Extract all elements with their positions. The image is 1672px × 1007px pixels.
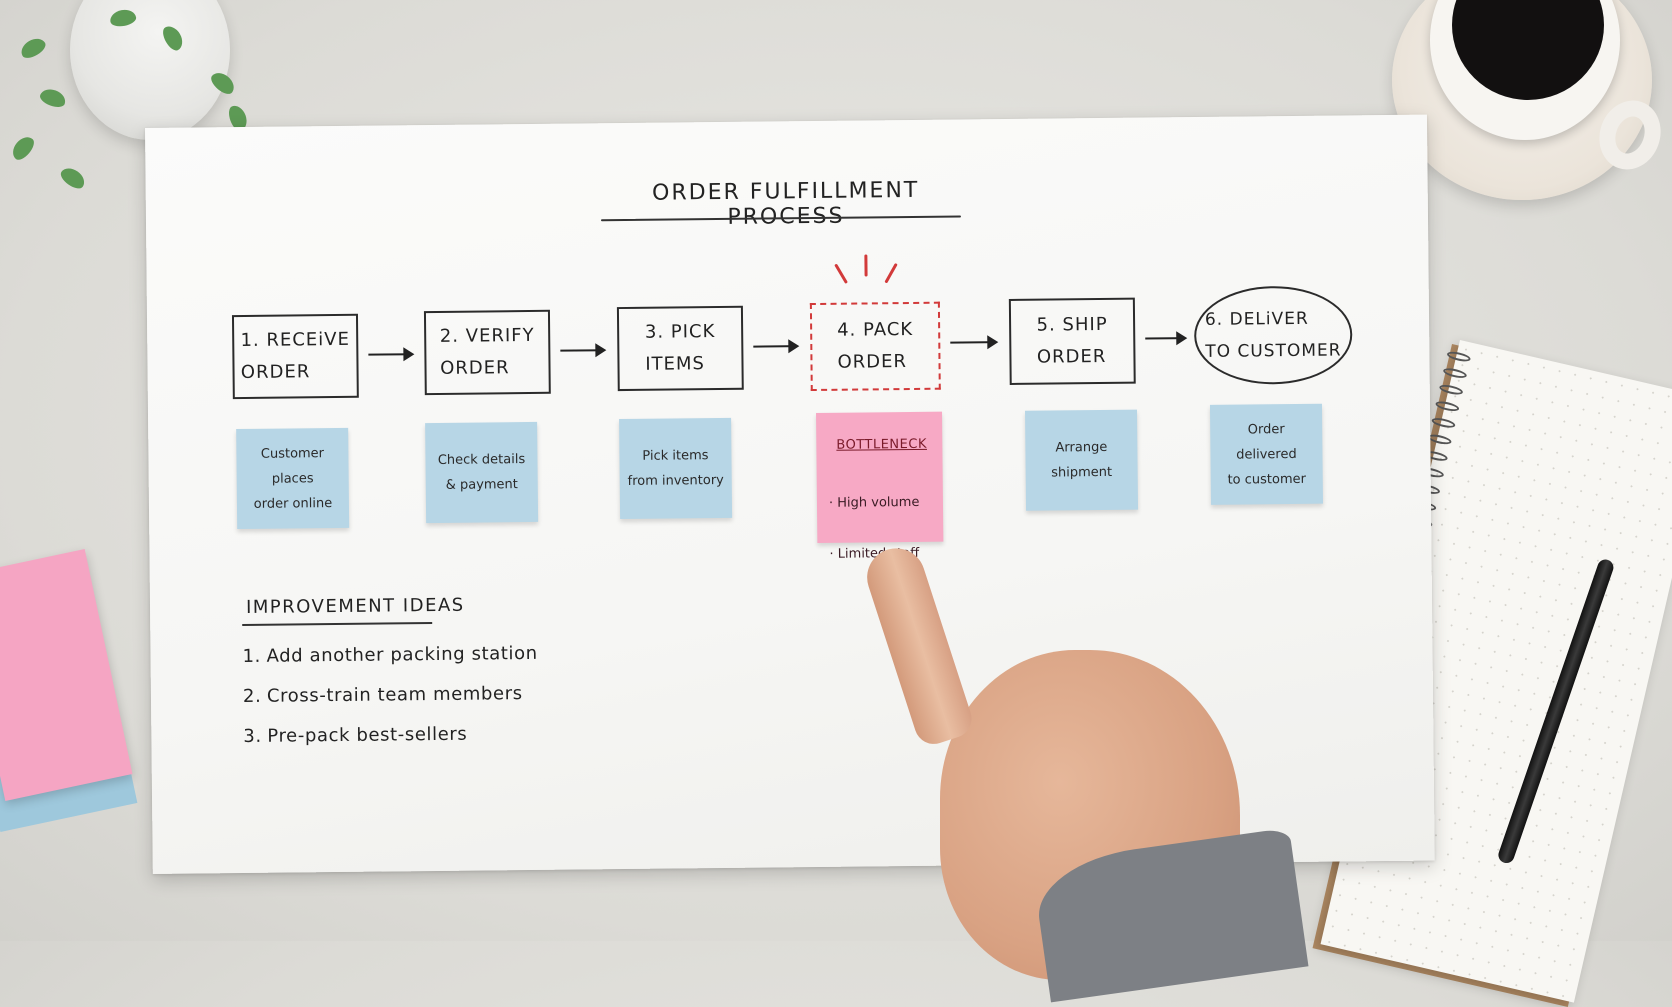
spiral-ring [1438, 383, 1464, 397]
spiral-ring [1427, 432, 1453, 447]
desk-scene: ORDER FULFILLMENT PROCESS 1. RECEiVE ORD… [0, 0, 1672, 941]
note-pick: Pick items from inventory [619, 417, 733, 520]
spiral-ring [1430, 416, 1457, 430]
diagram-title: ORDER FULFILLMENT PROCESS [651, 177, 920, 230]
improvement-item: 1.Add another packing station [242, 642, 538, 668]
plant-pot [70, 0, 230, 140]
improvement-underline [242, 622, 433, 627]
plant-leaf [17, 34, 49, 62]
flow-arrow [950, 341, 997, 344]
attention-mark [864, 254, 868, 277]
spiral-ring [1434, 399, 1460, 413]
spiral-ring [1442, 366, 1468, 380]
step-pick-items: 3. PICK ITEMS [616, 305, 744, 392]
note-bottleneck: BOTTLENECK High volume Limited staff [816, 411, 944, 562]
step-pack-order: 4. PACK ORDER [809, 301, 941, 392]
diagram-sheet: ORDER FULFILLMENT PROCESS 1. RECEiVE ORD… [145, 114, 1435, 874]
step-deliver-to-customer: 6. DELiVER TO CUSTOMER [1193, 285, 1353, 386]
note-ship: Arrange shipment [1025, 409, 1139, 511]
flow-arrow [368, 353, 413, 356]
bottleneck-title: BOTTLENECK [836, 436, 928, 453]
note-verify: Check details & payment [425, 421, 539, 524]
flow-arrow [1145, 337, 1186, 340]
step-receive-order: 1. RECEiVE ORDER [231, 313, 359, 400]
bottleneck-item: High volume [829, 490, 920, 517]
plant-leaf [57, 163, 89, 193]
improvement-item: 2.Cross-train team members [242, 683, 523, 708]
step-verify-order: 2. VERIFY ORDER [423, 309, 551, 396]
improvement-item: 3.Pre-pack best-sellers [243, 723, 468, 748]
note-deliver: Order delivered to customer [1209, 403, 1323, 505]
plant-leaf [38, 86, 68, 110]
flow-arrow [560, 349, 605, 352]
step-ship-order: 5. SHIP ORDER [1008, 297, 1136, 385]
sticky-pad-pink [0, 548, 133, 802]
plant-leaf [8, 132, 38, 164]
note-receive: Customer places order online [236, 427, 350, 530]
improvement-list: 1.Add another packing station 2.Cross-tr… [242, 634, 538, 757]
attention-mark [834, 263, 848, 284]
flow-arrow [753, 345, 798, 348]
improvement-title: IMPROVEMENT IDEAS [245, 594, 465, 618]
attention-mark [884, 262, 898, 284]
